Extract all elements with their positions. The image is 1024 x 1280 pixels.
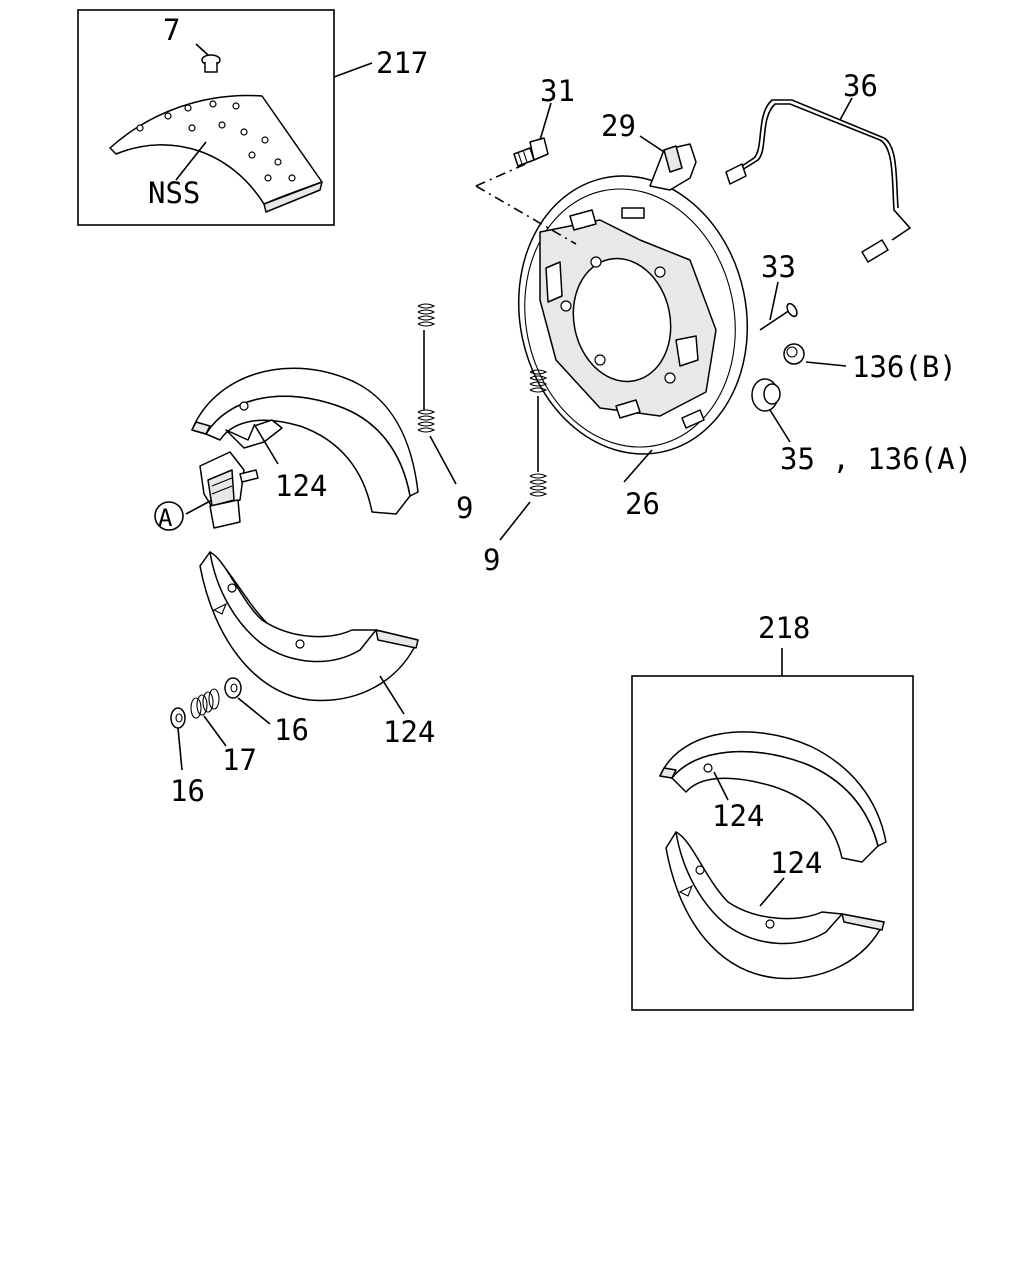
label-36: 36 (843, 69, 878, 103)
label-16-right: 16 (274, 713, 309, 747)
backing-plate-icon (475, 161, 749, 483)
label-35-136a: 35 , 136(A) (780, 442, 972, 476)
adjuster-icon (185, 451, 259, 529)
spring-upper-icon (417, 303, 457, 485)
label-29: 29 (601, 109, 636, 143)
brake-shoe-upper-icon (191, 367, 419, 515)
label-9-lower: 9 (483, 543, 500, 577)
leader-nss (175, 141, 207, 181)
bolt-icon (513, 102, 552, 167)
label-nss: NSS (148, 176, 200, 210)
washer-left-icon (170, 707, 186, 771)
brake-shoe-lower-icon (199, 551, 419, 715)
label-124-kit-upper: 124 (712, 799, 764, 833)
kit-shoe-lower-icon (665, 831, 885, 980)
label-7: 7 (163, 13, 180, 47)
spring-17-icon (190, 688, 227, 747)
label-33: 33 (761, 250, 796, 284)
label-124-upper: 124 (275, 469, 327, 503)
label-17: 17 (222, 743, 257, 777)
bracket-icon (639, 135, 697, 191)
label-31: 31 (540, 74, 575, 108)
brake-pipe-icon (725, 97, 912, 263)
callout-a-letter: A (158, 504, 173, 532)
label-136b: 136(B) (852, 350, 957, 384)
label-124-lower: 124 (383, 715, 435, 749)
kit-box-217 (77, 9, 373, 226)
rivet-icon (195, 43, 221, 73)
spring-lower-icon (499, 369, 548, 541)
plug-b-icon (783, 343, 847, 367)
brake-lining-icon (109, 94, 323, 213)
washer-right-icon (224, 677, 271, 725)
label-124-kit-lower: 124 (770, 846, 822, 880)
label-16-left: 16 (170, 774, 205, 808)
label-26: 26 (625, 487, 660, 521)
callout-a: A (154, 501, 184, 532)
label-218: 218 (758, 611, 810, 645)
plug-a-icon (751, 378, 791, 443)
pin-icon (759, 281, 798, 331)
label-9-upper: 9 (456, 491, 473, 525)
label-217: 217 (376, 46, 428, 80)
kit-box-218 (631, 648, 914, 1011)
kit-shoe-upper-icon (659, 731, 887, 863)
